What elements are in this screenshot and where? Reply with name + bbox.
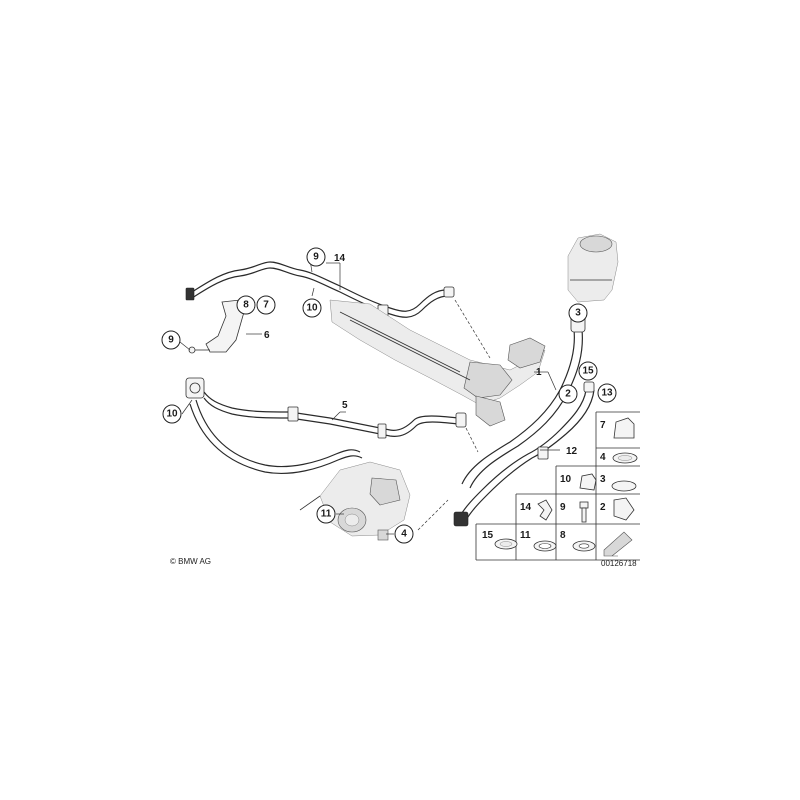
direction-arrow-icon [603,531,633,557]
grid-label-8: 8 [560,530,566,541]
hose-clip-part [611,480,637,492]
leader-lines [179,259,560,535]
svg-text:15: 15 [582,366,594,377]
callout-9-upper: 9 [306,247,326,267]
callout-10-left: 10 [162,404,182,424]
dashed-leader [454,299,491,359]
svg-text:3: 3 [575,308,581,319]
diagram-code: 00126718 [601,559,637,568]
grid-label-7: 7 [600,420,606,431]
feed-line[interactable] [203,391,467,439]
callout-9-left: 9 [161,330,181,350]
grid-label-10: 10 [560,474,572,485]
bracket[interactable] [188,299,245,354]
parts-grid: 7 4 10 3 14 9 2 15 11 8 [475,411,640,561]
upper-return-hose[interactable] [185,261,455,318]
grid-label-3: 3 [600,474,606,485]
callout-6: 6 [264,330,270,341]
svg-text:10: 10 [306,303,318,314]
copyright-text: © BMW AG [170,557,211,566]
grid-label-15: 15 [482,530,494,541]
callout-13: 12 [566,446,578,457]
svg-text:11: 11 [321,509,332,520]
svg-text:13: 13 [601,388,613,399]
callout-14: 13 [597,383,617,403]
svg-text:10: 10 [166,409,178,420]
callout-7: 7 [256,295,276,315]
svg-text:7: 7 [263,300,269,311]
callout-1: 1 [536,367,542,378]
reservoir [567,233,619,303]
power-steering-pump [299,461,411,541]
callout-11: 11 [316,504,336,524]
callout-5: 5 [342,400,348,411]
dashed-leader [465,427,479,453]
callout-4: 4 [394,524,414,544]
callout-8: 8 [236,295,256,315]
svg-text:2: 2 [565,389,571,400]
svg-text:9: 9 [168,335,174,346]
grid-label-2: 2 [600,502,606,513]
grid-label-9: 9 [560,502,566,513]
dashed-leader [417,499,449,531]
callout-12: 14 [334,253,346,264]
callout-10-upper: 10 [302,298,322,318]
callout-2: 2 [558,384,578,404]
svg-text:4: 4 [401,529,407,540]
svg-text:9: 9 [313,252,319,263]
grommet-part [613,417,635,439]
grid-label-14: 14 [520,502,532,513]
pump-suction-hose[interactable] [185,377,363,475]
cap-part [579,473,597,491]
bolt-part [579,501,589,509]
grid-label-4: 4 [600,452,606,463]
callout-3: 3 [568,303,588,323]
holder-part [537,499,553,521]
svg-text:8: 8 [243,300,249,311]
clamp-pair-part [613,497,635,521]
grid-label-11: 11 [520,530,531,541]
steering-gear [329,299,546,427]
callout-15: 15 [578,361,598,381]
